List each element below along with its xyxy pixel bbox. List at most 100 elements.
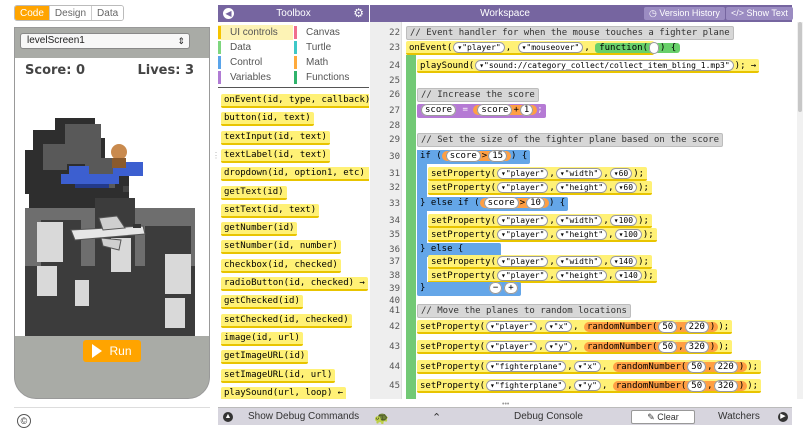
remove-else-button[interactable]: − [488,282,503,294]
line-number: 29 [389,135,400,145]
run-button[interactable]: Run [83,340,141,362]
code-comment[interactable]: // Move the planes to random locations [417,304,631,318]
setproperty-block[interactable]: setProperty(▾"fighterplane",▾"y", random… [417,379,762,393]
copyright-icon[interactable]: © [17,414,31,428]
toolbox-category[interactable]: Control [218,55,293,70]
add-else-button[interactable]: + [504,282,518,294]
gear-icon[interactable]: ⚙ [353,6,364,20]
code-comment[interactable]: // Increase the score [417,88,539,102]
toolbox-category-label: Turtle [306,42,332,53]
toolbox-block[interactable]: button(id, text) [221,112,314,127]
toolbox-category[interactable]: Math [294,55,369,70]
workspace-scrollbar[interactable] [797,22,803,399]
setproperty-block[interactable]: setProperty(▾"player",▾"height",▾60); [428,181,652,195]
setproperty-block[interactable]: setProperty(▾"player",▾"width",▾60); [428,167,648,181]
random-number-block[interactable]: randomNumber(50,320) [583,341,719,353]
toolbox-block[interactable]: playSound(url, loop) ← [221,386,347,399]
toolbox-block[interactable]: setNumber(id, number) [221,240,341,255]
game-canvas[interactable]: Score: 0 Lives: 3 [15,58,209,336]
toolbox-block[interactable]: getNumber(id) [221,222,298,237]
event-type-dropdown[interactable]: ▾"mouseover" [517,42,584,53]
chevron-right-icon[interactable]: ▶ [778,412,788,422]
else-block[interactable]: } else { [417,243,501,257]
scrollbar-thumb[interactable] [798,22,802,112]
sound-url-string[interactable]: ▾"sound://category_collect/collect_item_… [475,60,734,71]
run-label: Run [109,344,132,358]
line-number: 41 [389,306,400,316]
score-assign-block[interactable]: score = score+1; [417,104,546,118]
collapse-toolbox-icon[interactable]: ◀ [223,8,234,19]
random-number-block[interactable]: randomNumber(50,220) [612,361,748,373]
toolbox-block[interactable]: setText(id, text) [221,203,320,218]
toolbox-block[interactable]: getImageURL(id) [221,350,309,365]
param-slot[interactable] [649,42,659,54]
toolbox-block[interactable]: radioButton(id, checked) → [221,277,368,291]
toolbox-category[interactable]: Canvas [294,25,369,40]
show-debug-commands[interactable]: Show Debug Commands [248,411,360,422]
play-icon [92,344,103,358]
toolbox-category-label: Data [230,42,252,53]
resize-handle[interactable]: ••• [502,401,510,408]
chevron-up-icon[interactable]: ▲ [223,412,233,422]
code-comment[interactable]: // Event handler for when the mouse touc… [406,26,734,40]
if-block[interactable]: if (score>15) { [417,150,531,164]
watchers-label[interactable]: Watchers [718,411,760,422]
divider [14,407,210,408]
toolbox-category[interactable]: Turtle [294,40,369,55]
random-number-block[interactable]: randomNumber(50,220) [583,321,719,333]
setproperty-block[interactable]: setProperty(▾"player",▾"width",▾100); [428,214,652,228]
random-number-block[interactable]: randomNumber(50,320) [612,380,748,392]
toolbox-category[interactable]: Variables [218,70,293,85]
building-windows [37,222,191,328]
score-label: Score: 0 [25,63,85,78]
setproperty-block[interactable]: setProperty(▾"player",▾"y", randomNumber… [417,340,733,354]
toolbox-block-list: onEvent(id, type, callback) button(id, te… [218,89,369,399]
toolbox-block[interactable]: dropdown(id, option1, etc) ← [221,167,369,182]
line-number: 26 [389,90,400,100]
player-plane [61,144,143,192]
version-history-button[interactable]: ◷ Version History [644,7,725,20]
else-if-block[interactable]: } else if (score>10) { [417,197,569,211]
clear-button[interactable]: ✎ Clear [631,410,695,424]
function-block[interactable]: function() { [595,42,681,54]
toolbox-block[interactable]: onEvent(id, type, callback) [221,94,369,108]
toolbox-block[interactable]: setChecked(id, checked) [221,313,352,328]
add-expression[interactable]: score+1 [473,104,538,116]
tab-design[interactable]: Design [49,6,93,20]
toolbox-block[interactable]: getText(id) [221,185,287,200]
toolbox-block[interactable]: getChecked(id) [221,295,303,310]
setproperty-block[interactable]: setProperty(▾"player",▾"x", randomNumber… [417,320,733,334]
turtle-speed-icon[interactable]: 🐢 [374,411,389,425]
show-text-button[interactable]: </> Show Text [726,7,793,20]
tab-data[interactable]: Data [92,6,124,20]
setproperty-block[interactable]: setProperty(▾"player",▾"width",▾140); [428,255,652,269]
toolbox-block[interactable]: textInput(id, text) [221,130,330,145]
if-block-end[interactable]: } −+ [417,282,521,296]
toolbox-block[interactable]: checkbox(id, checked) [221,258,341,273]
line-number: 22 [389,28,400,38]
condition[interactable]: score>15 [441,150,512,162]
condition[interactable]: score>10 [479,197,549,209]
toolbox-category[interactable]: Functions [294,70,369,85]
setproperty-block[interactable]: setProperty(▾"fighterplane",▾"x", random… [417,360,762,374]
toolbox-block[interactable]: setImageURL(id, url) [221,368,336,383]
onevent-block[interactable]: onEvent(▾"player", ▾"mouseover", functio… [406,41,681,55]
setproperty-block[interactable]: setProperty(▾"player",▾"height",▾100); [428,228,657,242]
tab-code[interactable]: Code [15,6,50,20]
playsound-block[interactable]: playSound(▾"sound://category_collect/col… [417,59,760,73]
lives-label: Lives: 3 [137,63,194,78]
eraser-icon: ✎ [647,412,655,422]
toolbox-category[interactable]: Data [218,40,293,55]
score-var[interactable]: score [421,104,457,116]
resize-grip[interactable]: ⋮ [212,151,220,160]
toolbox-category[interactable]: UI controls [218,25,293,40]
speed-slider-icon[interactable]: ⌃ [432,412,442,424]
screen-select[interactable]: levelScreen1 ⇕ [20,33,190,49]
toolbox-category-label: Canvas [306,27,340,38]
toolbox-block[interactable]: image(id, url) [221,331,303,346]
code-comment[interactable]: // Set the size of the fighter plane bas… [417,133,724,147]
toolbox-block[interactable]: textLabel(id, text) [221,148,330,163]
setproperty-block[interactable]: setProperty(▾"player",▾"height",▾140); [428,269,657,283]
player-string[interactable]: ▾"player" [453,42,505,53]
